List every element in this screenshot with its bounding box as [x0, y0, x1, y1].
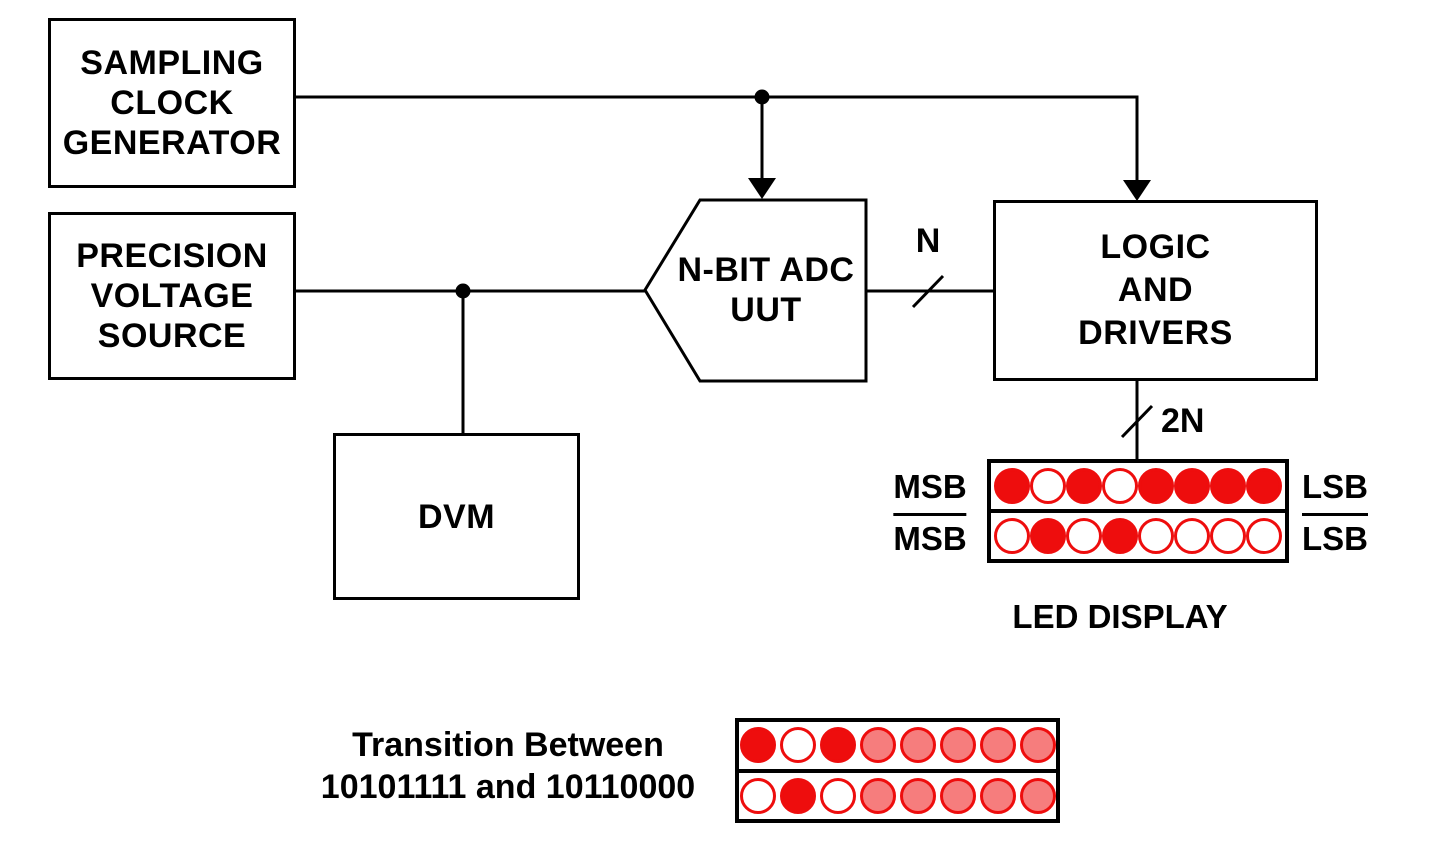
block-label-line: CLOCK: [110, 84, 234, 122]
bus-width-label-2n: 2N: [1161, 402, 1205, 440]
bus-slash-n: [911, 274, 945, 309]
junction-dot-clock: [754, 89, 770, 105]
label-msb-bar: MSB: [893, 513, 967, 559]
bus-slash-2n: [1120, 404, 1154, 439]
led-dim: [979, 727, 1016, 764]
adc-uut-shape: [643, 198, 868, 383]
led-dim: [979, 777, 1016, 814]
transition-caption: Transition Between 10101111 and 10110000: [321, 724, 695, 808]
led-dim: [899, 727, 936, 764]
led-on: [1246, 468, 1282, 504]
block-label-line: DRIVERS: [1078, 314, 1233, 352]
led-dim: [899, 777, 936, 814]
block-logic-and-drivers: LOGIC AND DRIVERS: [993, 200, 1318, 381]
led-on: [1174, 468, 1210, 504]
led-dim: [1019, 777, 1056, 814]
led-off: [779, 727, 816, 764]
led-off: [819, 777, 856, 814]
led-dim: [859, 777, 896, 814]
led-on: [1030, 518, 1066, 554]
block-label-line: DVM: [417, 497, 496, 536]
led-on: [1210, 468, 1246, 504]
block-label-line: VOLTAGE: [90, 277, 254, 315]
transition-display-box: [735, 718, 1060, 823]
block-label-line: LOGIC: [1100, 228, 1211, 266]
led-row-complement-output: [991, 513, 1285, 559]
block-label-line: SAMPLING: [80, 44, 264, 82]
block-adc-uut-label: N-BIT ADC UUT: [660, 250, 872, 330]
block-label-line: SOURCE: [97, 317, 247, 355]
led-off: [994, 518, 1030, 554]
led-off: [1174, 518, 1210, 554]
label-lsb: LSB: [1302, 468, 1368, 505]
block-sampling-clock-generator: SAMPLING CLOCK GENERATOR: [48, 18, 296, 188]
led-on: [779, 777, 816, 814]
led-row-transition-state-a: [739, 722, 1056, 773]
led-off: [1246, 518, 1282, 554]
led-off: [739, 777, 776, 814]
transition-caption-line: 10101111 and 10110000: [320, 768, 696, 806]
led-off: [1138, 518, 1174, 554]
led-dim: [1019, 727, 1056, 764]
led-row-true-output: [991, 463, 1285, 513]
arrowhead-into-adc: [748, 178, 776, 199]
led-dim: [939, 777, 976, 814]
transition-caption-line: Transition Between: [352, 726, 664, 764]
led-on: [819, 727, 856, 764]
block-label-line: AND: [1117, 271, 1194, 309]
label-lsb-bar-text: LSB: [1302, 513, 1368, 559]
led-dim: [939, 727, 976, 764]
led-on: [1066, 468, 1102, 504]
block-label-line: GENERATOR: [62, 124, 282, 162]
led-off: [1066, 518, 1102, 554]
bus-width-label-n: N: [915, 222, 941, 260]
clock-to-logic-wire: [296, 95, 1139, 182]
block-label-line: PRECISION: [76, 237, 268, 275]
led-off: [1030, 468, 1066, 504]
arrowhead-into-logic: [1123, 180, 1151, 201]
led-off: [1102, 468, 1138, 504]
led-on: [1138, 468, 1174, 504]
led-display-box: [987, 459, 1289, 563]
label-msb: MSB: [893, 468, 967, 505]
block-label-line: UUT: [730, 291, 802, 329]
label-lsb-bar: LSB: [1302, 513, 1368, 559]
led-on: [1102, 518, 1138, 554]
label-msb-bar-text: MSB: [893, 513, 967, 559]
led-on: [994, 468, 1030, 504]
led-off: [1210, 518, 1246, 554]
led-display-caption: LED DISPLAY: [1012, 598, 1228, 635]
led-dim: [859, 727, 896, 764]
led-row-transition-state-b: [739, 773, 1056, 820]
led-on: [739, 727, 776, 764]
block-dvm: DVM: [333, 433, 580, 600]
block-precision-voltage-source: PRECISION VOLTAGE SOURCE: [48, 212, 296, 380]
block-label-line: N-BIT ADC: [677, 251, 855, 289]
